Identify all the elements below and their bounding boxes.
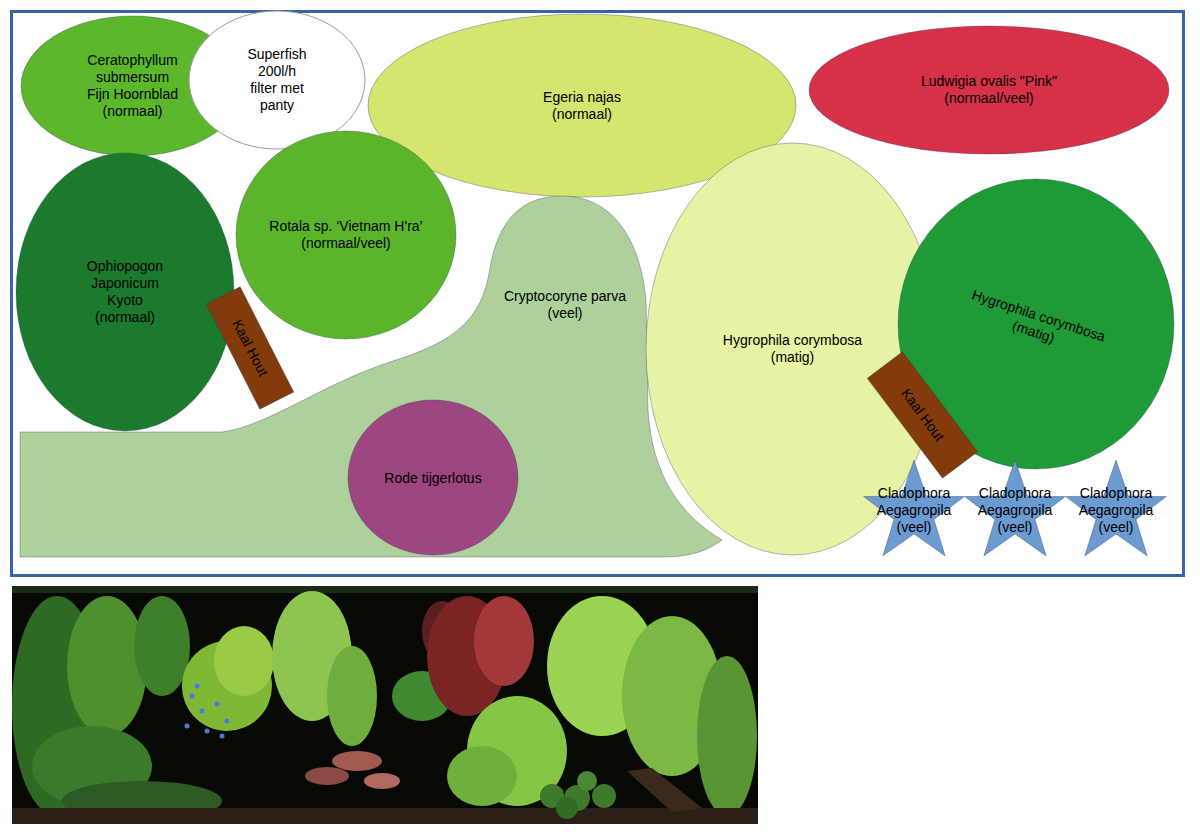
plant-label: (veel) — [975, 519, 1055, 536]
photo-plant — [134, 596, 190, 696]
photo-plant — [214, 626, 274, 696]
tank-outline — [12, 12, 1184, 576]
photo-fish — [190, 694, 195, 699]
plant-label: Cladophora Aegagropila — [975, 485, 1055, 519]
shape-fill — [20, 196, 722, 557]
label-group: Rode tijgerlotus — [358, 469, 508, 486]
label-group: Ceratophyllum submersumFijn Hoornblad(no… — [83, 52, 183, 120]
shape-fill — [206, 287, 293, 409]
photo-plant — [697, 656, 757, 816]
photo-gravel — [12, 808, 758, 824]
photo-plant — [474, 596, 534, 686]
plant-label: Ophiopogon Japonicum Kyoto — [83, 258, 168, 309]
plant-band: Cryptocoryne parva(veel) Rode tijgerlotus — [18, 193, 724, 559]
label-group: Hygrophila corymbosa(matig) — [693, 332, 893, 366]
plant-label: Hygrophila corymbosa — [693, 332, 893, 349]
photo-lotus-leaf — [332, 751, 382, 771]
label-group: Cladophora Aegagropila(veel) — [1076, 485, 1156, 536]
plant-label: (matig) — [693, 349, 893, 366]
shape-fill — [348, 400, 518, 555]
plant-label: (normaal) — [482, 106, 682, 123]
plant-label: (veel) — [874, 519, 954, 536]
plant-label: Ceratophyllum submersum — [83, 52, 183, 86]
moss-ball-star: Cladophora Aegagropila(veel) — [965, 458, 1065, 558]
shape-fill — [189, 11, 365, 149]
shape-fill — [1066, 460, 1167, 556]
photo-wood — [627, 768, 702, 812]
shape-fill — [965, 460, 1066, 556]
photo-marimo — [592, 784, 616, 808]
label-group: Egeria najas(normaal) — [482, 89, 682, 123]
plant-label: Superfish 200l/h filter met panty — [245, 46, 310, 114]
moss-ball-star: Cladophora Aegagropila(veel) — [1066, 458, 1166, 558]
plant-label: (normaal/veel) — [246, 235, 446, 252]
shape-fill — [809, 26, 1169, 154]
plant-zone: Rotala sp. ‘Vietnam H'ra’(normaal/veel) — [235, 130, 457, 340]
shape-fill — [864, 460, 965, 556]
photo-marimo — [577, 771, 597, 791]
label-group: Cladophora Aegagropila(veel) — [975, 485, 1055, 536]
plant-zone: Rode tijgerlotus — [347, 399, 519, 556]
photo-fish — [225, 719, 230, 724]
label-group: Cryptocoryne parva(veel) — [465, 288, 665, 322]
plant-label: (veel) — [465, 305, 665, 322]
moss-ball-star: Cladophora Aegagropila(veel) — [864, 458, 964, 558]
photo-fish — [220, 734, 225, 739]
photo-light — [12, 586, 758, 593]
label-group: Ludwigia ovalis "Pink"(normaal/veel) — [879, 73, 1099, 107]
plant-zone: Ophiopogon Japonicum Kyoto(normaal) — [15, 152, 235, 432]
photo-fish — [200, 709, 205, 714]
photo-lotus-leaf — [364, 773, 400, 789]
photo-lotus-leaf — [305, 767, 349, 785]
shape-fill — [867, 352, 977, 478]
plant-label: (normaal/veel) — [879, 90, 1099, 107]
plant-label: Cladophora Aegagropila — [874, 485, 954, 519]
aquarium-photo — [12, 586, 758, 824]
plant-label: (veel) — [1076, 519, 1156, 536]
plant-label: Rotala sp. ‘Vietnam H'ra’ — [246, 218, 446, 235]
photo-plant — [447, 746, 517, 806]
plant-zone: Ludwigia ovalis "Pink"(normaal/veel) — [808, 25, 1170, 155]
photo-fish — [195, 684, 200, 689]
shape-fill — [236, 131, 456, 339]
photo-background — [12, 586, 758, 824]
photo-marimo — [556, 797, 578, 819]
label-group: Superfish 200l/h filter met panty — [245, 46, 310, 114]
plant-label: Cryptocoryne parva — [465, 288, 665, 305]
shape-fill — [16, 153, 234, 431]
plant-label: Fijn Hoornblad — [83, 86, 183, 103]
plant-label: Ludwigia ovalis "Pink" — [879, 73, 1099, 90]
photo-plant — [327, 646, 377, 746]
plant-label: (normaal) — [83, 103, 183, 120]
filter-zone: Superfish 200l/h filter met panty — [188, 10, 366, 150]
photo-plant — [67, 596, 147, 736]
plant-label: Cladophora Aegagropila — [1076, 485, 1156, 519]
label-group: Rotala sp. ‘Vietnam H'ra’(normaal/veel) — [246, 218, 446, 252]
plant-label: Rode tijgerlotus — [358, 469, 508, 486]
plant-label: (normaal) — [83, 309, 168, 326]
label-group: Cladophora Aegagropila(veel) — [874, 485, 954, 536]
label-group: Ophiopogon Japonicum Kyoto(normaal) — [83, 258, 168, 326]
photo-fish — [185, 724, 190, 729]
photo-fish — [215, 702, 220, 707]
photo-fish — [205, 729, 210, 734]
plant-label: Egeria najas — [482, 89, 682, 106]
